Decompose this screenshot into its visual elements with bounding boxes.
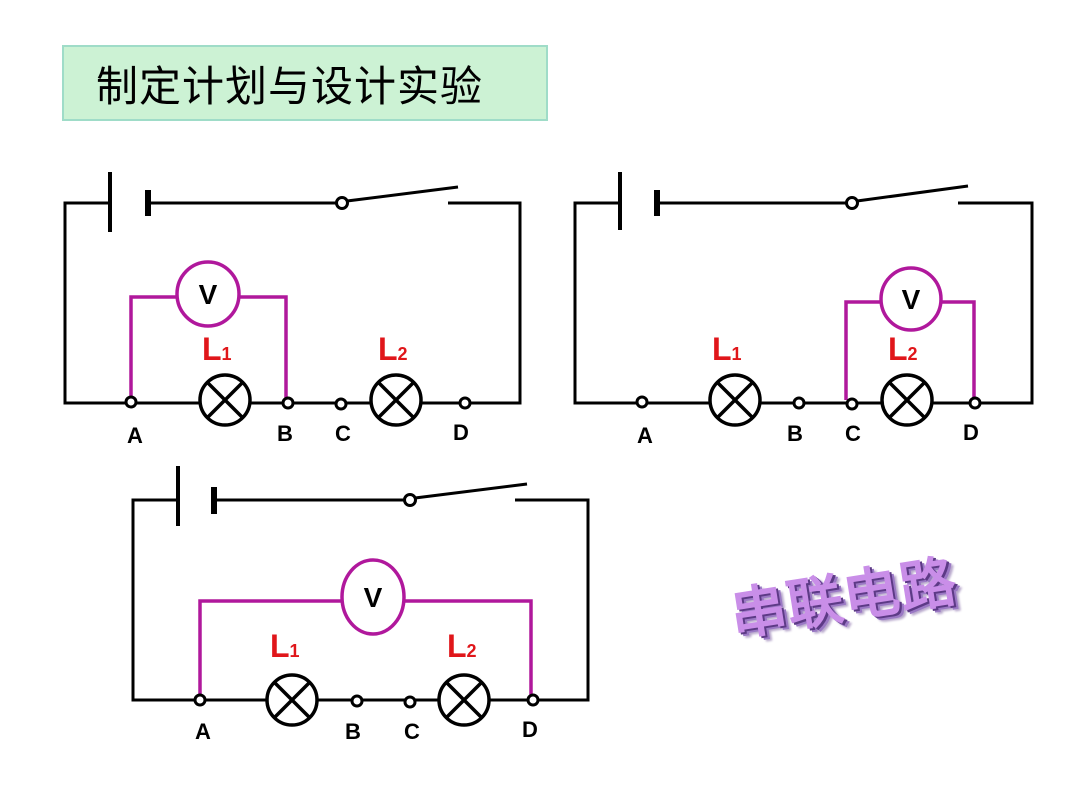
lamp-l1-label: L1: [712, 331, 742, 367]
point-c-label: C: [845, 421, 861, 446]
voltmeter-icon: V: [879, 266, 943, 332]
voltmeter-label: V: [364, 582, 383, 613]
switch-icon: [335, 185, 459, 210]
switch-icon: [403, 482, 528, 507]
lamp-l1-icon: [198, 373, 252, 427]
lamp-l1-icon: [265, 673, 319, 727]
point-a-label: A: [127, 423, 143, 448]
battery-icon: [618, 172, 660, 230]
voltmeter-icon: V: [175, 260, 241, 328]
point-b-label: B: [277, 421, 293, 446]
nodes: [124, 395, 472, 411]
lamp-l2-label: L2: [447, 628, 477, 664]
point-c-label: C: [335, 421, 351, 446]
nodes: [635, 395, 982, 411]
point-a-label: A: [637, 423, 653, 448]
voltmeter-wires: [129, 295, 288, 400]
point-c-label: C: [404, 719, 420, 744]
voltmeter-label: V: [902, 284, 921, 315]
point-d-label: D: [963, 420, 979, 445]
switch-icon: [845, 184, 969, 210]
page-title: 制定计划与设计实验: [96, 61, 484, 111]
battery-icon: [176, 466, 217, 526]
battery-icon: [108, 172, 151, 232]
point-b-label: B: [787, 421, 803, 446]
lamp-l2-icon: [437, 673, 491, 727]
lamp-l1-icon: [708, 373, 762, 427]
circuit-1-wires: [63, 201, 522, 405]
lamp-l2-icon: [880, 373, 934, 427]
voltmeter-icon: V: [340, 558, 406, 636]
point-b-label: B: [345, 719, 361, 744]
circuit-2: V L1 L2 A B C D: [573, 172, 1034, 448]
lamp-l2-label: L2: [378, 331, 408, 367]
nodes: [193, 693, 540, 709]
point-d-label: D: [453, 420, 469, 445]
lamp-l1-label: L1: [270, 628, 300, 664]
lamp-l2-icon: [369, 373, 423, 427]
circuit-3: V L1 L2 A B C D: [131, 466, 590, 744]
circuit-1: V L1 L2 A B C D: [63, 172, 522, 448]
voltmeter-label: V: [199, 279, 218, 310]
voltmeter-wires: [844, 300, 976, 400]
title-box: 制定计划与设计实验: [62, 45, 548, 121]
point-d-label: D: [522, 717, 538, 742]
lamp-l2-label: L2: [888, 331, 918, 367]
voltmeter-wires: [198, 599, 533, 698]
point-a-label: A: [195, 719, 211, 744]
lamp-l1-label: L1: [202, 331, 232, 367]
